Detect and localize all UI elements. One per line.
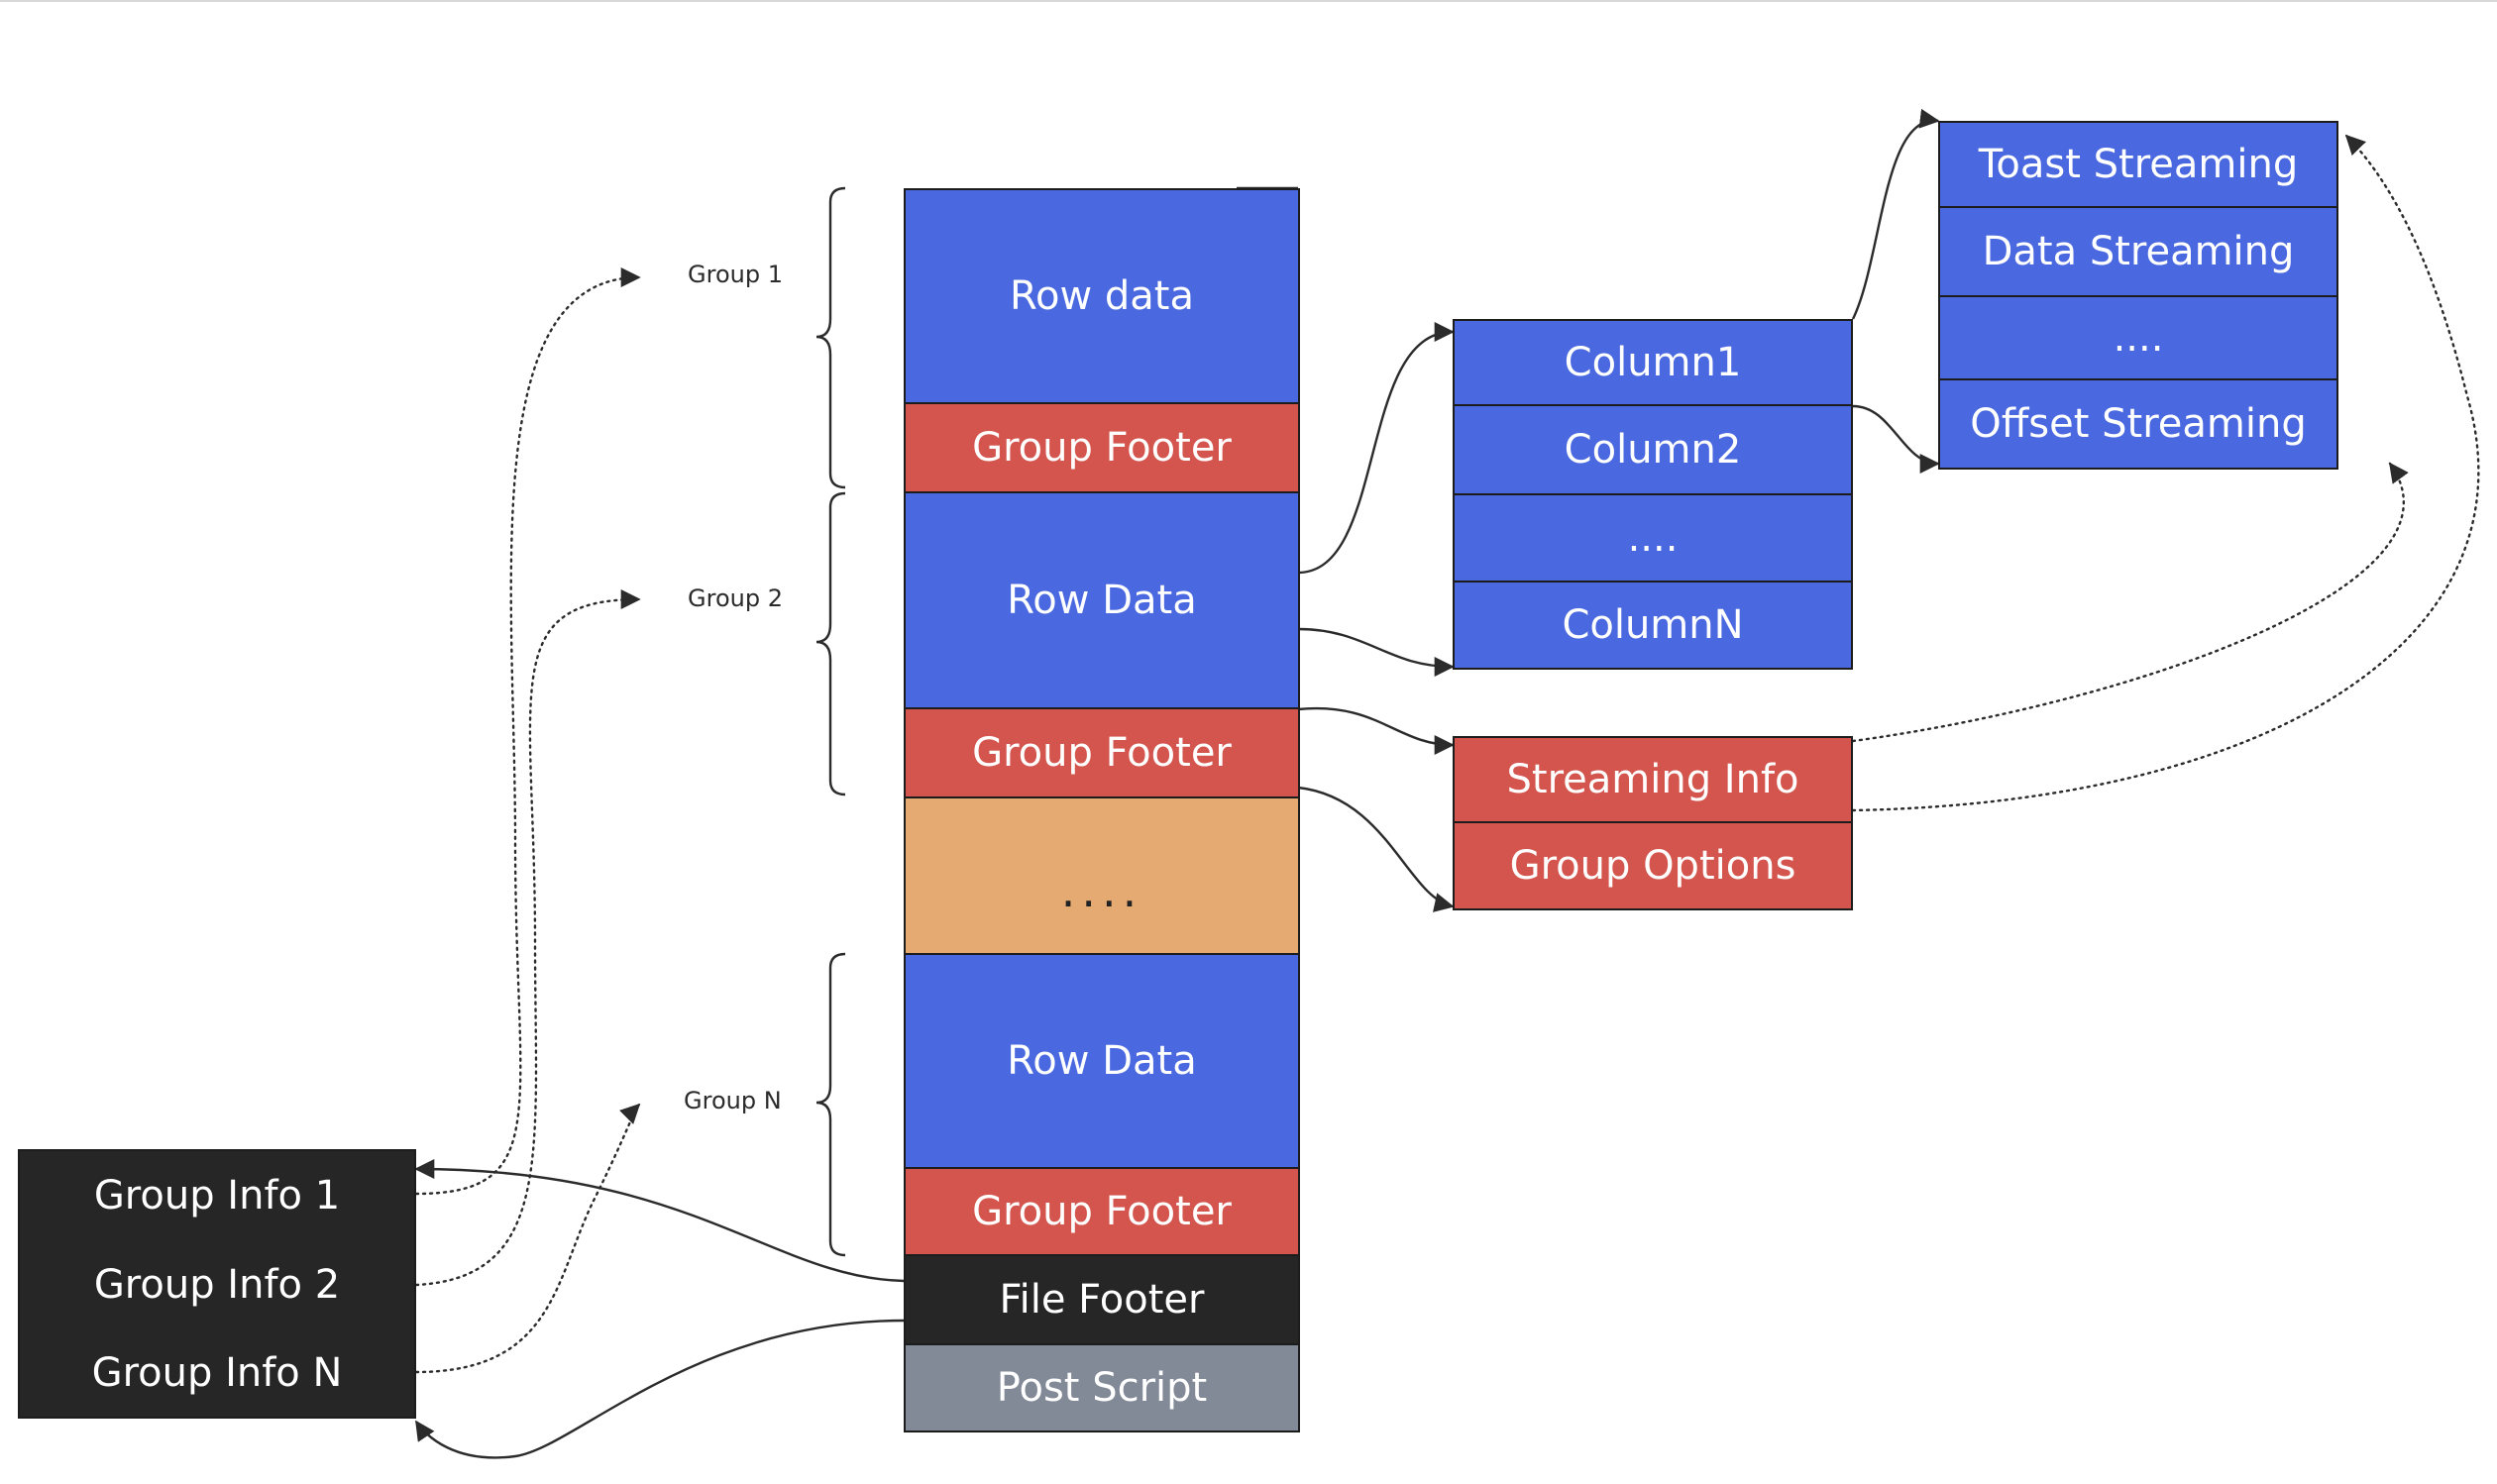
ellipsis-block: .... [904,796,1300,955]
footer-to-groupoptions-arrow [1297,786,1455,912]
stream-offset: Offset Streaming [1938,378,2338,470]
group1-row-data: Row data [904,188,1300,404]
groupN-brace [815,952,846,1257]
filefooter-to-groupinfo1-arrow [414,1159,905,1283]
groupoptions-to-toast-dotted-arrow [1851,134,2480,812]
filefooter-to-groupinfoN-arrow [415,1319,905,1459]
group-label-1: Group 1 [688,261,783,288]
group-label-2: Group 2 [688,584,783,612]
group2-footer: Group Footer [904,707,1300,798]
group-options: Group Options [1453,821,1853,910]
group1-brace [815,186,846,489]
group2-row-data: Row Data [904,491,1300,709]
top-border [0,0,2497,2]
column-2: Column2 [1453,404,1853,495]
groupN-row-data: Row Data [904,953,1300,1169]
group2-brace [815,491,846,796]
stream-ellipsis: .... [1938,295,2338,380]
footer-to-streaminginfo-arrow [1297,706,1455,755]
groupN-footer: Group Footer [904,1167,1300,1256]
stream-toast: Toast Streaming [1938,121,2338,208]
column-1: Column1 [1453,319,1853,406]
group1-footer: Group Footer [904,402,1300,493]
rowdata-to-column1-arrow [1297,322,1455,575]
column-n: ColumnN [1453,581,1853,670]
column1-to-toast-arrow [1851,108,1940,320]
streaming-info: Streaming Info [1453,736,1853,823]
stream-data: Data Streaming [1938,206,2338,297]
group-info-n: Group Info N [18,1329,416,1419]
file-footer: File Footer [904,1254,1300,1345]
column2-to-offset-arrow [1852,404,1940,474]
column-ellipsis: .... [1453,493,1853,583]
group-label-n: Group N [684,1087,782,1114]
groupinfo2-to-group2-dotted-arrow [414,589,641,1287]
streaminginfo-to-offset-dotted-arrow [1851,462,2409,743]
groupinfoN-to-groupN-dotted-arrow [414,1103,641,1374]
groupinfo1-to-group1-dotted-arrow [414,267,641,1196]
rowdata-to-columnN-arrow [1297,627,1455,677]
group-info-2: Group Info 2 [18,1240,416,1329]
post-script: Post Script [904,1343,1300,1432]
group-info-1: Group Info 1 [18,1149,416,1240]
